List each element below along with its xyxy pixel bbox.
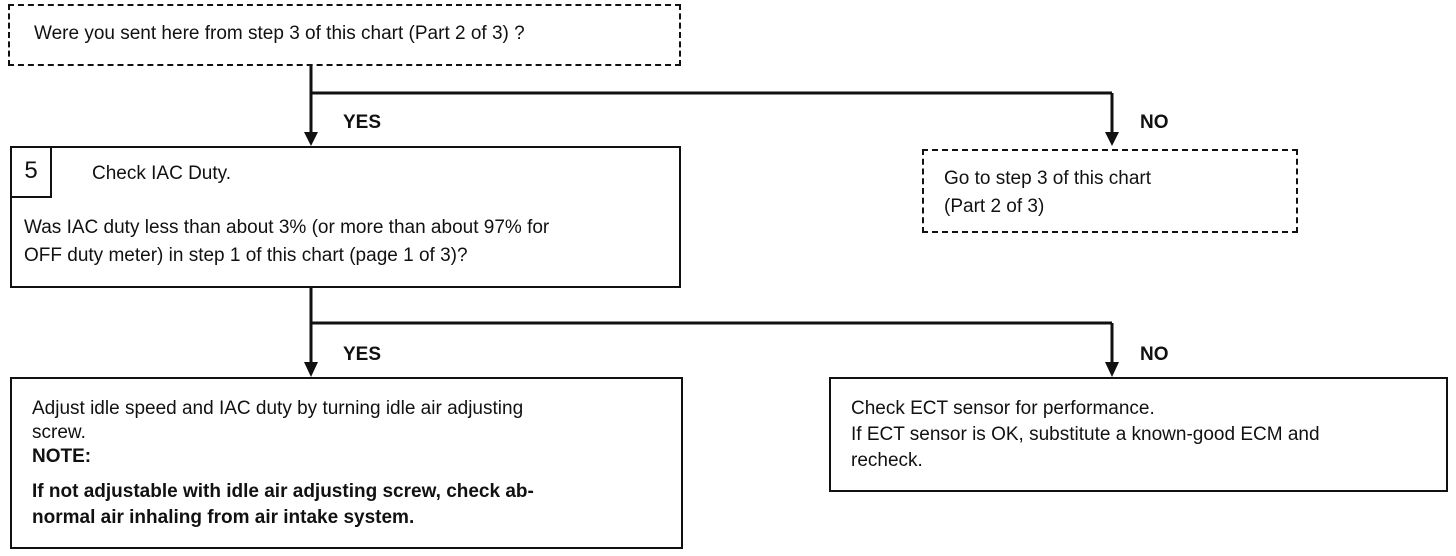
check-ect-box: Check ECT sensor for performance. If ECT… [829,377,1448,492]
step5-title: Check IAC Duty. [92,163,232,184]
adjust-idle-note-line1: If not adjustable with idle air adjustin… [32,481,534,502]
adjust-idle-line1: Adjust idle speed and IAC duty by turnin… [32,398,524,419]
branch2-yes-label: YES [343,344,382,365]
question-sent-from-step3-text: Were you sent here from step 3 of this c… [34,23,525,44]
goto-step3-line1: Go to step 3 of this chart [944,168,1151,189]
step5-box: 5 Check IAC Duty. Was IAC duty less than… [10,146,681,288]
arrowhead-to-step5 [304,132,318,146]
branch2-no-label: NO [1140,344,1169,365]
check-ect-line1: Check ECT sensor for performance. [851,398,1155,419]
arrowhead-to-adjust [304,362,318,377]
adjust-idle-line2: screw. [32,422,86,443]
question-sent-from-step3-box: Were you sent here from step 3 of this c… [8,4,681,66]
check-ect-line3: recheck. [851,450,923,471]
adjust-idle-note-line2: normal air inhaling from air intake syst… [32,507,415,528]
step5-question-line1: Was IAC duty less than about 3% (or more… [24,217,550,238]
goto-step3-box: Go to step 3 of this chart (Part 2 of 3) [922,149,1298,233]
arrowhead-to-ect [1105,362,1119,377]
branch1-no-label: NO [1140,112,1169,133]
arrowhead-to-goto-step3 [1105,132,1119,146]
check-ect-line2: If ECT sensor is OK, substitute a known-… [851,424,1320,445]
adjust-idle-box: Adjust idle speed and IAC duty by turnin… [10,377,683,549]
branch1-yes-label: YES [343,112,382,133]
step5-number: 5 [12,148,52,198]
step5-question-line2: OFF duty meter) in step 1 of this chart … [24,245,468,266]
adjust-idle-note-label: NOTE: [32,446,92,467]
goto-step3-line2: (Part 2 of 3) [944,196,1045,217]
